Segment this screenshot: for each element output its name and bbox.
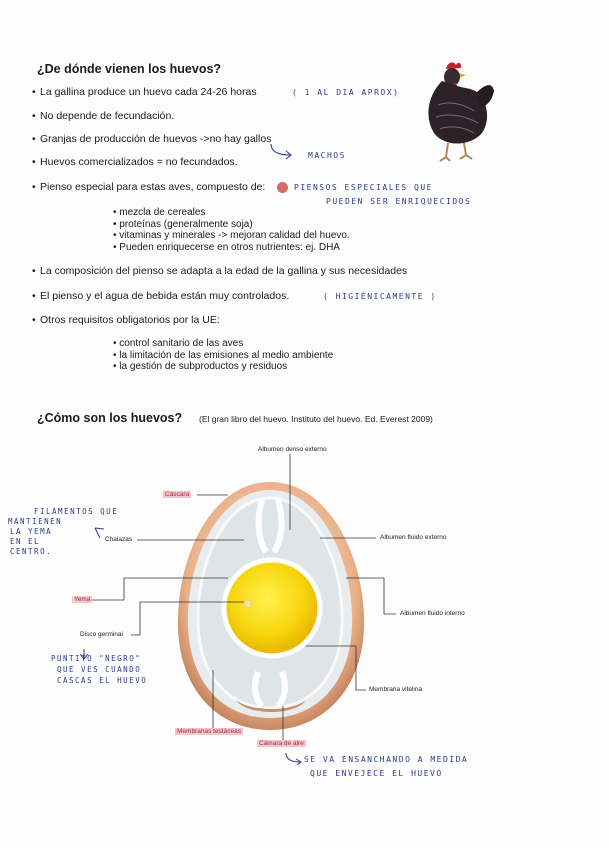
- note-per-day: ( 1 AL DIA APROX): [292, 88, 400, 97]
- label-camara-aire: Cámara de aire: [257, 740, 306, 747]
- note-camara: SE VA ENSANCHANDO A MEDIDA QUE ENVEJECE …: [304, 755, 469, 778]
- bullet-feed: Pienso especial para estas aves, compues…: [32, 181, 265, 193]
- bullet-commercial: Huevos comercializados = no fecundados.: [32, 156, 238, 168]
- egg-yolk: [221, 557, 323, 659]
- list-item: mezcla de cereales: [113, 207, 350, 219]
- label-cascara: Cáscara: [163, 491, 192, 498]
- note-piensos-2: PUEDEN SER ENRIQUECIDOS: [326, 197, 472, 206]
- list-item: vitaminas y minerales -> mejoran calidad…: [113, 230, 349, 242]
- list-item: Pueden enriquecerse en otros nutrientes:…: [113, 242, 350, 254]
- bullet-farms: Granjas de producción de huevos ->no hay…: [32, 133, 271, 145]
- label-yema: Yema: [72, 596, 93, 603]
- bullet-eu: Otros requisitos obligatorios por la UE:: [32, 314, 220, 326]
- note-piensos-1: PIENSOS ESPECIALES QUE: [294, 183, 433, 192]
- list-item: la gestión de subproductos y residuos: [113, 361, 333, 373]
- bullet-composition: La composición del pienso se adapta a la…: [32, 265, 407, 277]
- label-chalazas: Chalazas: [105, 536, 133, 543]
- note-filamentos: FILAMENTOS QUE MANTIENEN LA YEMA EN EL C…: [8, 507, 119, 556]
- note-machos: MACHOS: [308, 151, 346, 160]
- list-item: control sanitario de las aves: [113, 338, 333, 350]
- label-albumen-fluido-int: Albumen fluido interno: [400, 610, 465, 617]
- label-disco-germinal: Disco germinal: [80, 631, 123, 638]
- bullet-controlled: El pienso y el agua de bebida están muy …: [32, 290, 289, 302]
- list-item: la limitación de las emisiones al medio …: [113, 350, 333, 362]
- note-higienicamente: ( HIGIÉNICAMENTE ): [323, 292, 437, 301]
- section-title-structure: ¿Cómo son los huevos?: [37, 411, 183, 425]
- section-title-origin: ¿De dónde vienen los huevos?: [37, 62, 222, 76]
- label-albumen-denso: Albumen denso externo: [258, 446, 327, 453]
- feed-composition-list: mezcla de cereales proteínas (generalmen…: [113, 207, 350, 254]
- list-item: proteínas (generalmente soja): [113, 219, 350, 231]
- label-membranas-testaceas: Membranas testáceas: [175, 728, 243, 735]
- note-puntito: PUNTITO "NEGRO" QUE VES CUANDO CASCAS EL…: [51, 654, 148, 685]
- bullet-laying: La gallina produce un huevo cada 24-26 h…: [32, 86, 257, 98]
- bullet-fecundation: No depende de fecundación.: [32, 110, 174, 122]
- label-membrana-vitelina: Membrana vitelina: [369, 686, 423, 693]
- egg-air-cell: [236, 700, 306, 712]
- germinal-disc: [243, 599, 253, 609]
- eu-requirements-list: control sanitario de las aves la limitac…: [113, 338, 333, 373]
- note-arrow: [270, 144, 292, 160]
- citation: (El gran libro del huevo. Instituto del …: [199, 414, 433, 424]
- note-marker-icon: [277, 182, 288, 193]
- hen-image: [428, 62, 494, 162]
- label-albumen-fluido-ext: Albumen fluido externo: [380, 534, 447, 541]
- egg-chalazae: [255, 499, 285, 554]
